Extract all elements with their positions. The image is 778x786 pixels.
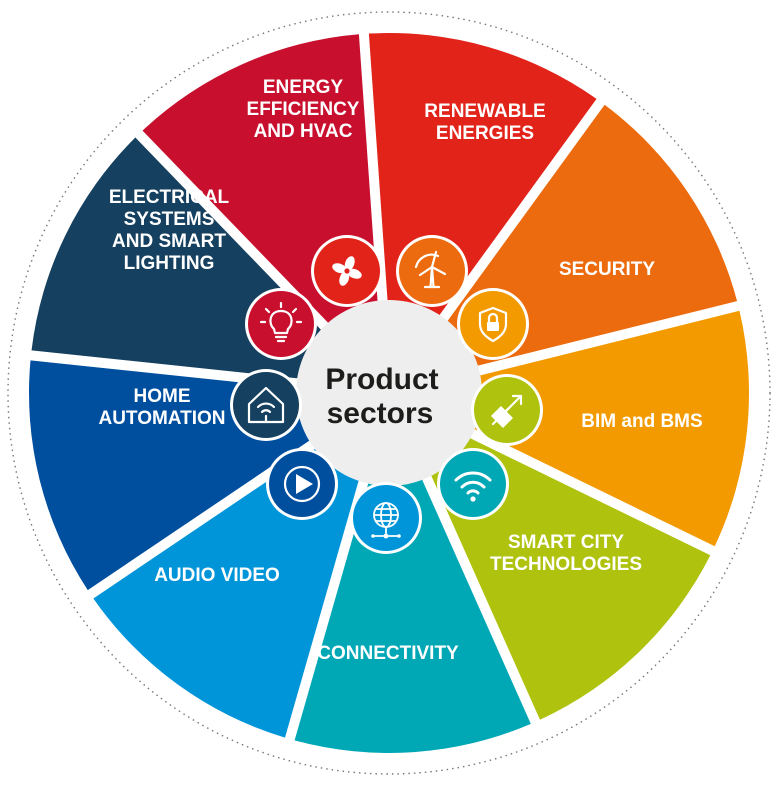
fan-icon [332,256,362,286]
sector-label-electrical-lighting: ELECTRICAL [109,187,230,208]
wind-turbine-icon [414,250,447,289]
wifi-icon [454,471,492,502]
badge-audio-video [266,448,338,520]
sector-label-renewable-energies: ENERGIES [436,123,534,144]
center-title-line2: sectors [327,397,434,430]
sector-label-audio-video: AUDIO VIDEO [154,565,280,586]
center-hub [296,300,482,486]
badge-electrical-lighting [245,288,317,360]
badge-security [457,288,529,360]
shield-lock-icon [478,306,508,343]
sector-label-bim-bms: BIM and BMS [581,411,702,432]
globe-network-icon [371,502,401,539]
badge-home-automation [230,369,302,441]
sector-label-energy-efficiency: ENERGY [263,77,344,98]
sector-label-smart-city: SMART CITY [508,532,624,553]
sector-label-energy-efficiency: EFFICIENCY [247,99,360,120]
sector-label-energy-efficiency: AND HVAC [254,121,353,142]
outer-dotted-ring [7,11,771,775]
sector-label-connectivity: CONNECTIVITY [317,643,459,664]
center-title-line1: Product [325,363,438,396]
sector-label-electrical-lighting: SYSTEMS [124,209,215,230]
sector-label-electrical-lighting: LIGHTING [124,253,215,274]
badge-connectivity [350,482,422,554]
play-icon [283,465,321,503]
sector-label-smart-city: TECHNOLOGIES [490,554,642,575]
building-arrows-icon [491,394,523,428]
badge-smart-city [437,448,509,520]
sector-label-security: SECURITY [559,259,655,280]
sector-label-electrical-lighting: AND SMART [112,231,226,252]
light-bulb-icon [259,301,303,343]
smart-home-icon [247,386,285,424]
badge-renewable-energies [396,235,468,307]
sector-security [444,310,749,547]
sector-smart-city [294,449,531,754]
sector-label-renewable-energies: RENEWABLE [424,101,545,122]
badge-bim-bms [471,374,543,446]
sector-label-home-automation: AUTOMATION [98,408,225,429]
badge-energy-efficiency [311,235,383,307]
sector-label-home-automation: HOME [134,386,191,407]
